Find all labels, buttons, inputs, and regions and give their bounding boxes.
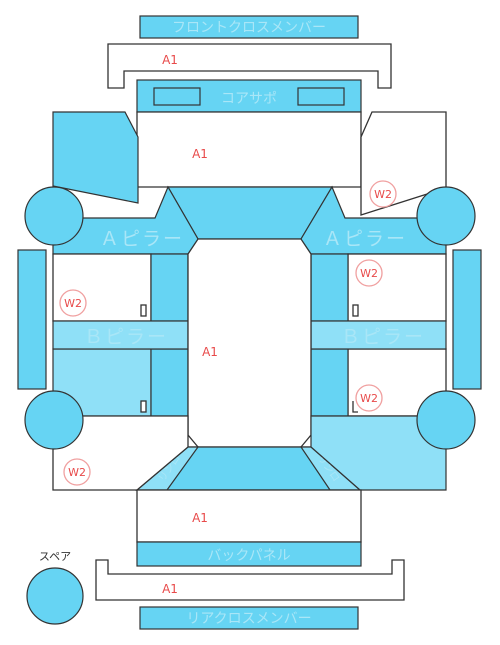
front-bumper-outline xyxy=(107,43,392,89)
left-rocker-front xyxy=(150,253,189,322)
front-cross-member-grade: A1 xyxy=(162,53,178,67)
core-support-right-box xyxy=(297,87,345,106)
hood-grade: A1 xyxy=(192,147,208,161)
front-left-door-handle xyxy=(140,304,147,317)
svg-text:W2: W2 xyxy=(360,267,378,280)
b-pillar-left[interactable] xyxy=(52,320,189,350)
rear-right-door-handle xyxy=(352,401,358,413)
back-panel-label: バックパネル xyxy=(207,548,290,564)
svg-text:W2: W2 xyxy=(374,188,392,201)
spare-label: スペア xyxy=(39,550,71,563)
rear-bumper-outline xyxy=(95,559,405,601)
front-cross-member-label: フロントクロスメンバー xyxy=(172,20,326,36)
svg-text:W2: W2 xyxy=(64,297,82,310)
right-rocker-rear xyxy=(310,348,349,417)
right-side-skirt[interactable] xyxy=(452,249,482,390)
rear-right-tire[interactable] xyxy=(416,390,476,450)
b-pillar-right[interactable] xyxy=(310,320,447,350)
front-right-door[interactable] xyxy=(347,253,447,322)
rear-cross-member-label: リアクロスメンバー xyxy=(186,611,311,627)
core-support-left-box xyxy=(153,87,201,106)
left-rocker-rear xyxy=(150,348,189,417)
rear-left-quarter-badge: W2 xyxy=(63,458,91,486)
spare-tire[interactable] xyxy=(26,567,84,625)
rear-cross-member[interactable] xyxy=(139,606,359,630)
roof-grade: A1 xyxy=(202,345,218,359)
front-right-tire[interactable] xyxy=(416,186,476,246)
a-pillar-left-label: Ａピラー xyxy=(100,228,184,250)
left-side-skirt[interactable] xyxy=(17,249,47,390)
rear-left-tire[interactable] xyxy=(24,390,84,450)
svg-text:W2: W2 xyxy=(360,392,378,405)
rear-left-door-handle xyxy=(140,400,147,413)
b-pillar-right-label: Ｂピラー xyxy=(341,326,425,348)
front-left-tire[interactable] xyxy=(24,186,84,246)
front-left-door-badge: W2 xyxy=(59,289,87,317)
back-panel[interactable] xyxy=(136,541,362,567)
rear-right-door-badge: W2 xyxy=(355,384,383,412)
trunk[interactable] xyxy=(136,489,362,543)
trunk-grade: A1 xyxy=(192,511,208,525)
front-right-door-handle xyxy=(352,304,359,317)
a-pillar-right-label: Ａピラー xyxy=(323,228,407,250)
rear-cross-member-grade: A1 xyxy=(162,582,178,596)
front-cross-member[interactable] xyxy=(139,15,359,39)
b-pillar-left-label: Ｂピラー xyxy=(84,326,168,348)
core-support-label: コアサポ xyxy=(221,91,277,107)
svg-text:W2: W2 xyxy=(68,466,86,479)
roof[interactable] xyxy=(187,238,312,448)
left-front-fender[interactable] xyxy=(52,111,139,204)
front-right-fender-badge: W2 xyxy=(369,180,397,208)
right-rocker-front xyxy=(310,253,349,322)
front-right-door-badge: W2 xyxy=(355,259,383,287)
hood[interactable] xyxy=(136,111,362,188)
